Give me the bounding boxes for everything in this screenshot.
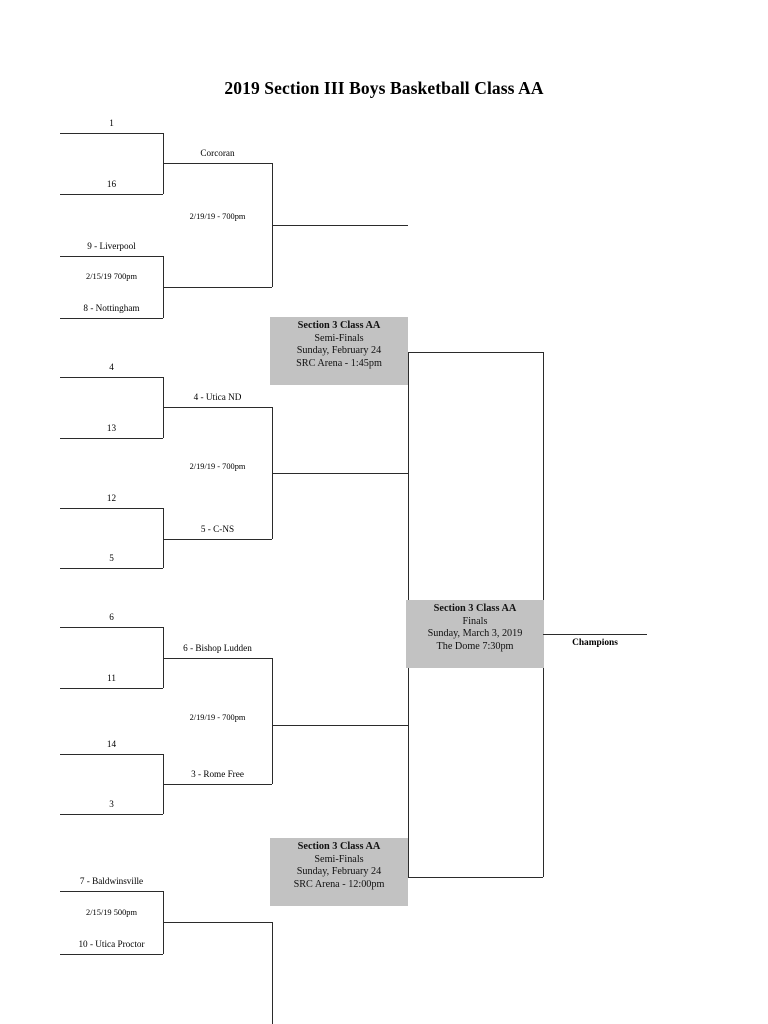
round1-seed-1: 1 — [109, 118, 114, 128]
semifinal-info-box-top: Section 3 Class AA Semi-Finals Sunday, F… — [270, 317, 408, 385]
round1-seed-6: 6 — [109, 612, 114, 622]
playin-label-bottom: 2/15/19 500pm — [86, 908, 137, 917]
round2-label-second: 2/19/19 - 700pm — [189, 462, 246, 471]
playin-seed-8-nottingham: 8 - Nottingham — [83, 303, 140, 313]
round1-connector-4 — [163, 627, 164, 688]
round1-seed-16: 16 — [106, 179, 117, 189]
round1-line-seed-1 — [60, 133, 163, 134]
round1-line-seed-11 — [60, 688, 163, 689]
semifinal-bottom-line4: SRC Arena - 12:00pm — [293, 878, 385, 890]
finals-line3: Sunday, March 3, 2019 — [427, 628, 523, 640]
semifinal-connector-bottom — [408, 634, 409, 877]
round2-line-corcoran — [163, 163, 272, 164]
playin-line-seed-8 — [60, 318, 163, 319]
semifinal-feed-line-q2 — [272, 473, 408, 474]
semifinal-feed-line-q1 — [272, 225, 408, 226]
round2-label-third: 2/19/19 - 700pm — [189, 713, 246, 722]
round2-line-cns — [163, 539, 272, 540]
semifinal-bottom-line1: Section 3 Class AA — [297, 841, 381, 852]
playin-seed-9-liverpool: 9 - Liverpool — [87, 241, 136, 251]
round1-seed-4: 4 — [109, 362, 114, 372]
round1-seed-3: 3 — [109, 799, 114, 809]
playin-label-top: 2/15/19 700pm — [86, 272, 137, 281]
round2-connector-third — [272, 658, 273, 784]
playin-line-seed-7 — [60, 891, 163, 892]
round2-winner-rome-free: 3 - Rome Free — [191, 769, 244, 779]
semifinal-top-line3: Sunday, February 24 — [296, 345, 382, 357]
semifinal-connector-top — [408, 352, 409, 634]
round1-seed-12: 12 — [106, 493, 117, 503]
playin-seed-10-utica-proctor: 10 - Utica Proctor — [78, 939, 145, 949]
round1-line-seed-16 — [60, 194, 163, 195]
round1-line-seed-4 — [60, 377, 163, 378]
semifinal-top-line2: Semi-Finals — [314, 332, 364, 344]
round2-winner-utica-nd: 4 - Utica ND — [193, 392, 242, 402]
semifinal-feed-line-q3 — [272, 725, 408, 726]
finals-line2: Finals — [462, 615, 488, 627]
round1-line-seed-13 — [60, 438, 163, 439]
round1-connector-3 — [163, 508, 164, 568]
round1-line-seed-12 — [60, 508, 163, 509]
round1-line-seed-14 — [60, 754, 163, 755]
round1-line-seed-3 — [60, 814, 163, 815]
semifinal-top-line1: Section 3 Class AA — [297, 320, 381, 331]
champions-label: Champions — [572, 638, 618, 648]
semifinal-bottom-line2: Semi-Finals — [314, 853, 364, 865]
round2-line-rome-free — [163, 784, 272, 785]
semifinal-line-bottom-edge — [408, 877, 543, 878]
round2-line-playin-winner-top — [163, 287, 272, 288]
playin-seed-7-baldwinsville: 7 - Baldwinsville — [79, 876, 144, 886]
round1-line-seed-6 — [60, 627, 163, 628]
round2-line-utica-nd — [163, 407, 272, 408]
round2-winner-cns: 5 - C-NS — [200, 524, 235, 534]
round2-line-bishop-ludden — [163, 658, 272, 659]
semifinal-top-line4: SRC Arena - 1:45pm — [296, 357, 382, 369]
playin-line-seed-9 — [60, 256, 163, 257]
finals-line1: Section 3 Class AA — [433, 603, 517, 614]
champions-line — [543, 634, 647, 635]
round2-winner-bishop-ludden: 6 - Bishop Ludden — [183, 643, 252, 653]
round2-connector-bottom — [272, 922, 273, 1024]
semifinal-info-box-bottom: Section 3 Class AA Semi-Finals Sunday, F… — [270, 838, 408, 906]
page-title: 2019 Section III Boys Basketball Class A… — [224, 78, 544, 98]
round1-seed-13: 13 — [106, 423, 117, 433]
round2-line-playin-winner-bottom — [163, 922, 272, 923]
round1-seed-14: 14 — [106, 739, 117, 749]
finals-line-top-edge — [408, 352, 543, 353]
finals-info-box: Section 3 Class AA Finals Sunday, March … — [406, 600, 544, 668]
round1-line-seed-5 — [60, 568, 163, 569]
round1-seed-5: 5 — [109, 553, 114, 563]
semifinal-bottom-line3: Sunday, February 24 — [296, 866, 382, 878]
round1-seed-11: 11 — [107, 673, 116, 683]
finals-line4: The Dome 7:30pm — [436, 640, 514, 652]
playin-line-seed-10 — [60, 954, 163, 955]
round2-winner-corcoran: Corcoran — [200, 148, 235, 158]
round2-label-top: 2/19/19 - 700pm — [189, 212, 246, 221]
